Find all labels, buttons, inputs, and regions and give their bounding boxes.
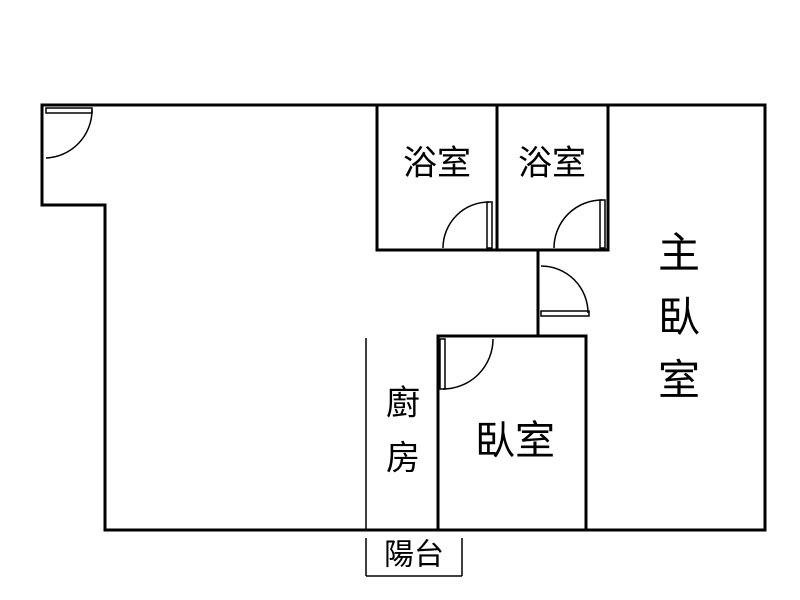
bath-left-door-swing	[442, 201, 490, 249]
entrance-door	[45, 107, 93, 159]
master-door-swing	[540, 265, 589, 314]
bath-left-door-leaf	[486, 201, 493, 249]
master-label-3: 室	[658, 356, 700, 405]
bath-left-door	[442, 201, 493, 249]
master-label-2: 臥	[658, 293, 700, 342]
outer-walls	[40, 103, 767, 532]
bedroom-door-leaf	[439, 338, 446, 390]
kitchen-label-2: 房	[386, 439, 420, 479]
balcony-bracket	[365, 538, 463, 577]
kitchen-label-1: 廚	[386, 384, 420, 424]
bedroom-walls	[365, 334, 588, 532]
bath-right-door	[553, 199, 606, 249]
entrance-door-swing	[45, 109, 93, 159]
master-door	[540, 265, 590, 317]
bedroom-door	[439, 338, 494, 390]
corridor	[536, 248, 588, 532]
entrance-door-leaf	[45, 107, 93, 114]
bathrooms	[375, 103, 610, 252]
balcony-label: 陽台	[384, 538, 444, 573]
bath-left-label: 浴室	[403, 144, 471, 184]
bedroom-label: 臥室	[475, 418, 555, 464]
master-door-leaf	[540, 310, 590, 317]
bedroom-door-swing	[442, 338, 494, 390]
bath-right-door-leaf	[599, 199, 606, 249]
bath-right-label: 浴室	[518, 144, 586, 184]
bath-right-door-swing	[553, 199, 603, 249]
master-label-1: 主	[658, 229, 700, 278]
